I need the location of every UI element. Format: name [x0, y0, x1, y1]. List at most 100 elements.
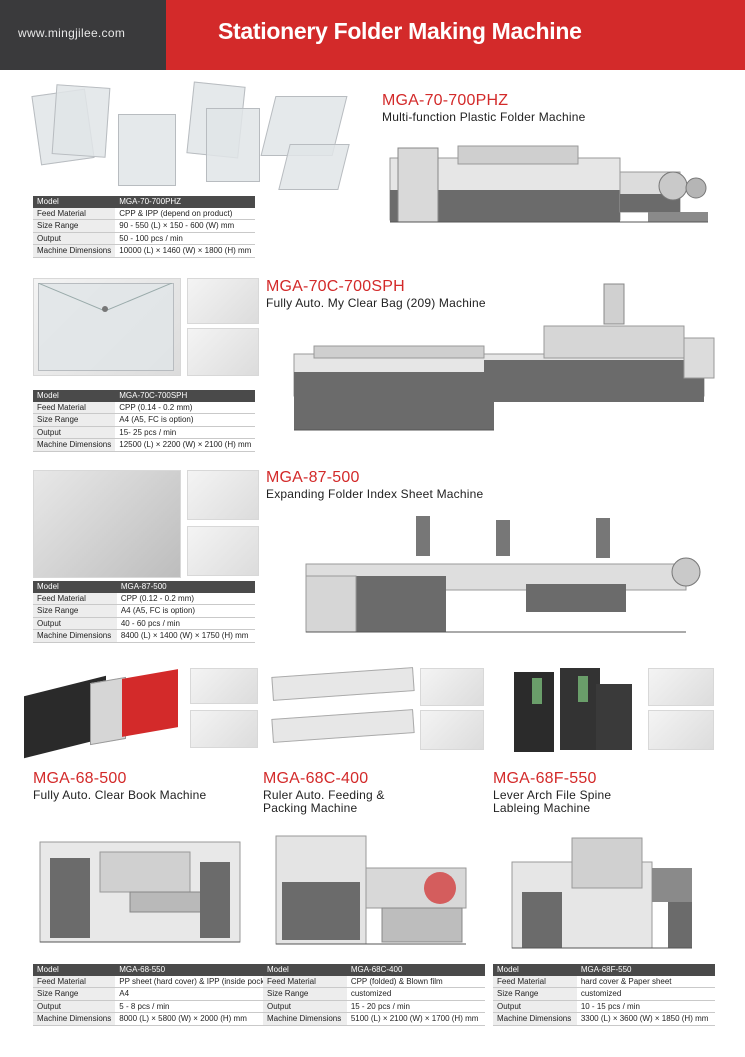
spec-value: MGA-87-500	[116, 581, 255, 593]
product-photo-ruler	[266, 660, 416, 752]
spec-label: Model	[33, 964, 116, 976]
spec-value: MGA-68-550	[115, 964, 278, 976]
spec-label: Feed Material	[33, 207, 116, 220]
machine-image-mga-87-500	[305, 516, 701, 633]
spec-label: Output	[33, 426, 116, 439]
product-photo-clear-book	[24, 668, 184, 759]
spec-label: Size Range	[263, 987, 347, 1001]
spec-value: 5100 (L) × 2100 (W) × 1700 (H) mm	[346, 1012, 485, 1026]
product-photo-index-detail-2	[187, 526, 259, 576]
model-desc-mga-68-500: Fully Auto. Clear Book Machine	[33, 788, 207, 802]
spec-label: Model	[263, 964, 347, 976]
spec-label: Output	[493, 1000, 577, 1013]
spec-label: Feed Material	[263, 975, 347, 988]
model-title-mga-70-700phz: MGA-70-700PHZ	[382, 92, 509, 109]
spec-value: A4	[115, 987, 278, 1001]
spec-value: customized	[346, 987, 485, 1001]
spec-value: CPP (0.12 - 0.2 mm)	[116, 592, 255, 605]
header-title-band	[166, 0, 745, 70]
spec-label: Feed Material	[493, 975, 577, 988]
product-photo-clear-bag	[33, 278, 181, 376]
spec-value: CPP (folded) & Blown film	[346, 975, 485, 988]
spec-value: A4 (A5, FC is option)	[115, 413, 256, 427]
spec-value: 3300 (L) × 3600 (W) × 1850 (H) mm	[576, 1012, 715, 1026]
spec-label: Model	[33, 196, 116, 208]
product-photo-spine-label-2	[648, 710, 714, 750]
spec-label: Machine Dimensions	[33, 629, 117, 643]
spec-label: Output	[33, 617, 117, 630]
model-desc-mga-70c-700sph: Fully Auto. My Clear Bag (209) Machine	[266, 296, 486, 310]
spec-label: Machine Dimensions	[493, 1012, 577, 1026]
spec-label: Model	[493, 964, 577, 976]
spec-value: 15 - 20 pcs / min	[346, 1000, 485, 1013]
spec-value: 50 - 100 pcs / min	[115, 232, 256, 245]
product-photo-lever-arch-file	[508, 664, 638, 756]
spec-value: PP sheet (hard cover) & IPP (inside pock…	[115, 975, 278, 988]
product-photo-clear-bag-detail-1	[187, 278, 259, 324]
spec-value: hard cover & Paper sheet	[576, 975, 715, 988]
spec-value: CPP (0.14 - 0.2 mm)	[115, 401, 256, 414]
spec-value: 10000 (L) × 1460 (W) × 1800 (H) mm	[115, 244, 256, 258]
spec-value: 12500 (L) × 2200 (W) × 2100 (H) mm	[115, 438, 256, 452]
product-photo-expanding-folder	[33, 470, 181, 578]
spec-label: Machine Dimensions	[33, 244, 116, 258]
spec-label: Output	[33, 1000, 116, 1013]
product-photo-index-detail-1	[187, 470, 259, 520]
spec-value: 8000 (L) × 5800 (W) × 2000 (H) mm	[115, 1012, 278, 1026]
model-desc-mga-87-500: Expanding Folder Index Sheet Machine	[266, 487, 484, 501]
spec-label: Model	[33, 390, 116, 402]
model-title-mga-68-500: MGA-68-500	[33, 770, 127, 787]
model-title-mga-87-500: MGA-87-500	[266, 469, 360, 486]
product-photo-clear-bag-detail-2	[187, 328, 259, 376]
spec-label: Size Range	[33, 219, 116, 233]
machine-image-mga-70c-700sph	[293, 283, 715, 431]
product-photo-ruler-pack-2	[420, 710, 484, 750]
page-title: Stationery Folder Making Machine	[218, 18, 582, 44]
spec-value: A4 (A5, FC is option)	[116, 604, 255, 618]
spec-label: Size Range	[493, 987, 577, 1001]
machine-image-mga-68c-400	[275, 835, 467, 945]
spec-value: 15- 25 pcs / min	[115, 426, 256, 439]
spec-value: 40 - 60 pcs / min	[116, 617, 255, 630]
spec-label: Feed Material	[33, 975, 116, 988]
machine-image-mga-68f-550	[511, 837, 692, 949]
product-photo-clear-book-detail-2	[190, 710, 258, 748]
model-title-mga-68f-550: MGA-68F-550	[493, 770, 597, 787]
spec-label: Output	[263, 1000, 347, 1013]
model-desc-mga-70-700phz: Multi-function Plastic Folder Machine	[382, 110, 586, 124]
spec-label: Machine Dimensions	[263, 1012, 347, 1026]
spec-label: Machine Dimensions	[33, 438, 116, 452]
spec-value: CPP & IPP (depend on product)	[115, 207, 256, 220]
product-photo-folders-1	[28, 78, 358, 196]
spec-label: Feed Material	[33, 592, 117, 605]
spec-label: Feed Material	[33, 401, 116, 414]
spec-value: MGA-70-700PHZ	[115, 196, 256, 208]
spec-label: Model	[33, 581, 117, 593]
spec-value: 8400 (L) × 1400 (W) × 1750 (H) mm	[116, 629, 255, 643]
spec-value: MGA-68F-550	[576, 964, 715, 976]
website-url[interactable]: www.mingjilee.com	[18, 26, 126, 40]
machine-image-mga-70-700phz	[389, 145, 708, 223]
spec-label: Size Range	[33, 987, 116, 1001]
spec-label: Output	[33, 232, 116, 245]
spec-value: MGA-68C-400	[346, 964, 485, 976]
model-title-mga-70c-700sph: MGA-70C-700SPH	[266, 278, 405, 295]
product-photo-spine-label-1	[648, 668, 714, 706]
spec-label: Size Range	[33, 604, 117, 618]
model-desc-mga-68c-400-line2: Packing Machine	[263, 801, 358, 815]
model-desc-mga-68f-550-line1: Lever Arch File Spine	[493, 788, 612, 802]
spec-value: customized	[576, 987, 715, 1001]
spec-value: MGA-70C-700SPH	[115, 390, 256, 402]
product-photo-clear-book-detail-1	[190, 668, 258, 704]
model-title-mga-68c-400: MGA-68C-400	[263, 770, 369, 787]
model-desc-mga-68f-550-line2: Lableing Machine	[493, 801, 591, 815]
product-photo-ruler-pack-1	[420, 668, 484, 706]
header-website-band	[0, 0, 166, 70]
spec-value: 90 - 550 (L) × 150 - 600 (W) mm	[115, 219, 256, 233]
